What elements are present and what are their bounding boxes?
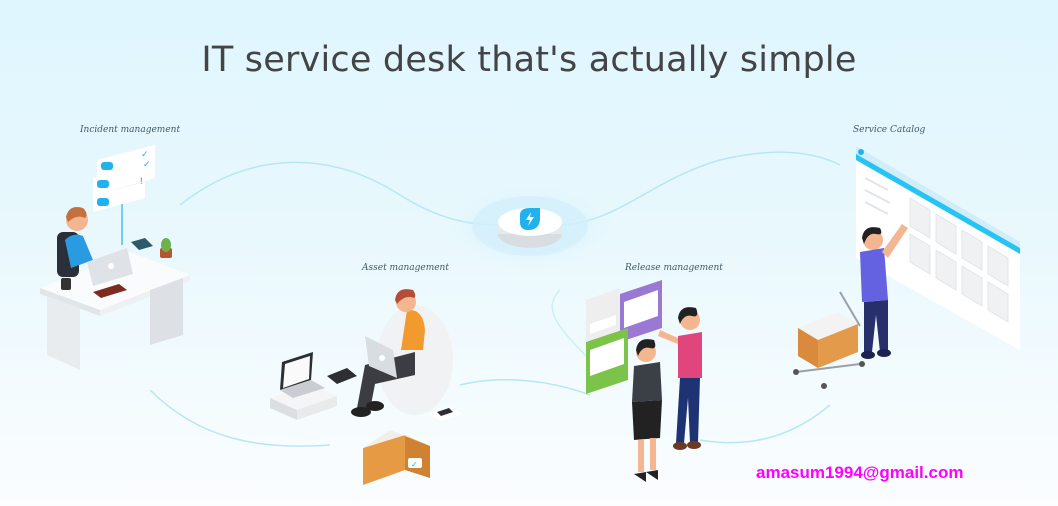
- svg-text:✓: ✓: [141, 149, 149, 159]
- svg-text:!: !: [140, 176, 143, 186]
- svg-text:✓: ✓: [143, 159, 151, 169]
- incident-illustration: ✓ ✓ !: [35, 140, 195, 370]
- release-management-label: Release management: [625, 263, 723, 273]
- asset-illustration: ✓: [265, 280, 465, 490]
- svg-text:✓: ✓: [411, 460, 418, 469]
- page-title: IT service desk that's actually simple: [201, 40, 857, 80]
- watermark-email: amasum1994@gmail.com: [756, 463, 964, 482]
- ticket-cards: ✓ ✓ !: [93, 145, 155, 245]
- incident-management-label: Incident management: [80, 125, 181, 135]
- hub-button: [440, 178, 620, 278]
- release-illustration: [580, 278, 720, 488]
- service-catalog-label: Service Catalog: [853, 125, 926, 135]
- service-catalog-illustration: [780, 140, 1025, 400]
- asset-management-label: Asset management: [362, 263, 449, 273]
